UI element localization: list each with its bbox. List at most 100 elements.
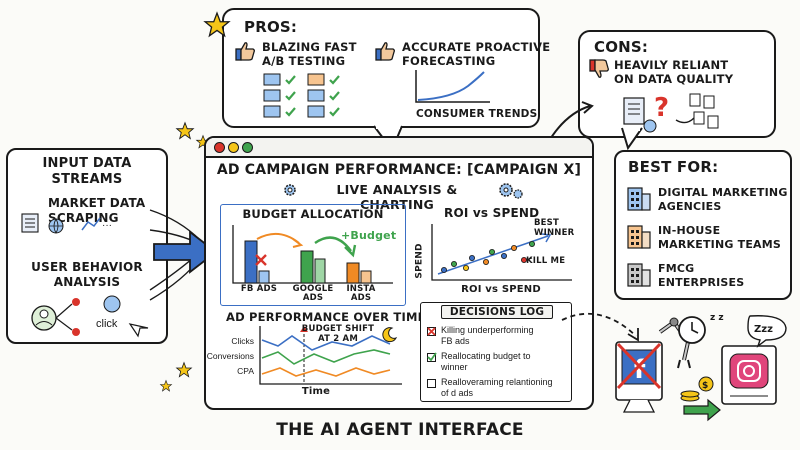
big-input-arrow — [153, 230, 218, 274]
svg-text:···: ··· — [102, 220, 112, 231]
budget-label-google: GOOGLE ADS — [292, 284, 334, 303]
pros-item-ab-testing: BLAZING FAST A/B TESTING — [262, 40, 357, 68]
perf-line-chart — [259, 326, 402, 385]
star-icon — [159, 379, 173, 392]
thumbs-up-icon — [375, 42, 395, 61]
decisions-log-title: DECISIONS LOG — [441, 305, 553, 319]
decision-item-realloc: Reallocating budget to winner — [441, 351, 531, 372]
click-label: click — [96, 318, 118, 330]
perf-series-clicks — [261, 335, 391, 351]
thumbs-up-icon — [235, 42, 255, 61]
best-for-item-inhouse: IN-HOUSE MARKETING TEAMS — [658, 224, 782, 251]
input-data-title: INPUT DATA STREAMS — [42, 156, 132, 187]
data-quality-icon: ? — [623, 93, 719, 133]
perf-row-conversions: Conversions — [206, 351, 254, 361]
gear-icon — [499, 183, 523, 199]
decision-checkbox-kill[interactable] — [427, 327, 436, 336]
roi-kill-me-label: KILL ME — [526, 256, 566, 266]
market-data-icon: ··· — [21, 213, 112, 234]
perf-series-cpa — [261, 367, 391, 377]
decision-checkbox-other[interactable] — [427, 379, 436, 388]
roi-point — [511, 244, 518, 251]
roi-point — [450, 261, 457, 268]
cons-title: CONS: — [594, 38, 649, 56]
perf-xlabel: Time — [301, 386, 331, 397]
budget-title: BUDGET ALLOCATION — [242, 207, 384, 221]
bubble-tail — [621, 127, 643, 151]
gear-icon — [284, 184, 296, 196]
sleep-bubble — [747, 315, 787, 348]
window-minimize-button[interactable] — [228, 142, 239, 153]
building-icon — [627, 263, 651, 287]
user-behavior-label: USER BEHAVIOR ANALYSIS — [31, 260, 143, 289]
pros-item-forecasting: ACCURATE PROACTIVE FORECASTING — [402, 40, 551, 68]
budget-chart — [232, 225, 393, 284]
roi-point — [501, 252, 508, 259]
best-for-title: BEST FOR: — [628, 158, 719, 176]
budget-plus-label: +Budget — [341, 229, 397, 242]
perf-title: AD PERFORMANCE OVER TIME — [226, 310, 426, 324]
bar-google-secondary — [314, 258, 326, 284]
roi-point — [483, 259, 490, 266]
window-close-button[interactable] — [214, 142, 225, 153]
roi-scatter-chart — [431, 224, 572, 281]
svg-text:$: $ — [702, 381, 708, 391]
svg-text:?: ? — [654, 93, 669, 123]
roi-point — [489, 248, 496, 255]
best-for-item-agencies: DIGITAL MARKETING AGENCIES — [658, 186, 788, 213]
footer-caption: THE AI AGENT INTERFACE — [276, 420, 524, 440]
star-icon — [175, 361, 193, 378]
cancel-x-icon — [427, 327, 436, 336]
decisions-log-panel: DECISIONS LOG Killing underperforming FB… — [420, 302, 572, 402]
main-app-window: AD CAMPAIGN PERFORMANCE: [CAMPAIGN X] LI… — [204, 136, 594, 410]
user-behavior-icon — [31, 295, 149, 338]
ab-test-grid-icon — [263, 73, 340, 118]
roi-point — [463, 265, 470, 272]
best-for-item-fmcg: FMCG ENTERPRISES — [658, 262, 745, 289]
pros-bubble: PROS: BLAZING FAST A/B TESTING ACCURATE … — [222, 8, 550, 152]
star-icon — [175, 121, 195, 140]
pros-title: PROS: — [244, 18, 298, 36]
budget-label-insta: INSTA ADS — [346, 284, 376, 303]
forecast-curve-icon — [415, 70, 490, 103]
best-for-panel: BEST FOR: DIGITAL MARKETING AGENCIES IN-… — [614, 150, 792, 300]
roi-ylabel: SPEND — [414, 243, 425, 279]
moon-icon — [382, 327, 398, 343]
roi-point — [469, 255, 476, 262]
perf-series-conversions — [261, 349, 391, 365]
window-maximize-button[interactable] — [242, 142, 253, 153]
star-icon — [203, 11, 231, 38]
window-title: AD CAMPAIGN PERFORMANCE: [CAMPAIGN X] — [216, 162, 582, 178]
perf-annotation: BUDGET SHIFT AT 2 AM — [301, 324, 375, 344]
dashed-flow-arrow — [561, 312, 639, 342]
window-titlebar — [206, 138, 592, 158]
perf-row-cpa: CPA — [237, 366, 254, 376]
bar-insta-secondary — [360, 270, 372, 284]
building-icon — [627, 187, 651, 211]
decision-item-kill: Killing underperforming FB ads — [441, 325, 534, 346]
svg-text:Zzz: Zzz — [754, 324, 773, 335]
budget-label-fb: FB ADS — [240, 284, 278, 294]
green-arrow-icon — [683, 398, 721, 422]
ad-swap-scene: f $ z z Zzz — [615, 313, 787, 422]
bar-insta — [346, 262, 360, 284]
cancel-x-icon — [616, 342, 662, 390]
roi-title: ROI vs SPEND — [444, 206, 540, 220]
roi-best-winner-label: BEST WINNER — [534, 218, 575, 238]
roi-xlabel: ROI vs SPEND — [461, 284, 541, 295]
bar-fb-primary — [244, 240, 258, 284]
roi-point — [529, 240, 536, 247]
check-icon — [427, 352, 437, 362]
market-data-label: MARKET DATA SCRAPING — [48, 196, 146, 225]
input-data-panel: INPUT DATA STREAMS MARKET DATA SCRAPING … — [6, 148, 168, 344]
building-icon — [627, 225, 651, 249]
coin-icon — [698, 376, 714, 392]
decision-item-other: Realloveraming relantioning of d ads — [441, 377, 553, 398]
roi-point — [440, 267, 447, 274]
cons-bubble: CONS: HEAVILY RELIANT ON DATA QUALITY ? — [578, 30, 776, 151]
bar-fb-secondary — [258, 270, 270, 284]
perf-row-clicks: Clicks — [231, 336, 254, 346]
svg-text:z z: z z — [710, 313, 724, 323]
thumbs-down-icon — [589, 59, 609, 78]
bar-google — [300, 250, 314, 284]
